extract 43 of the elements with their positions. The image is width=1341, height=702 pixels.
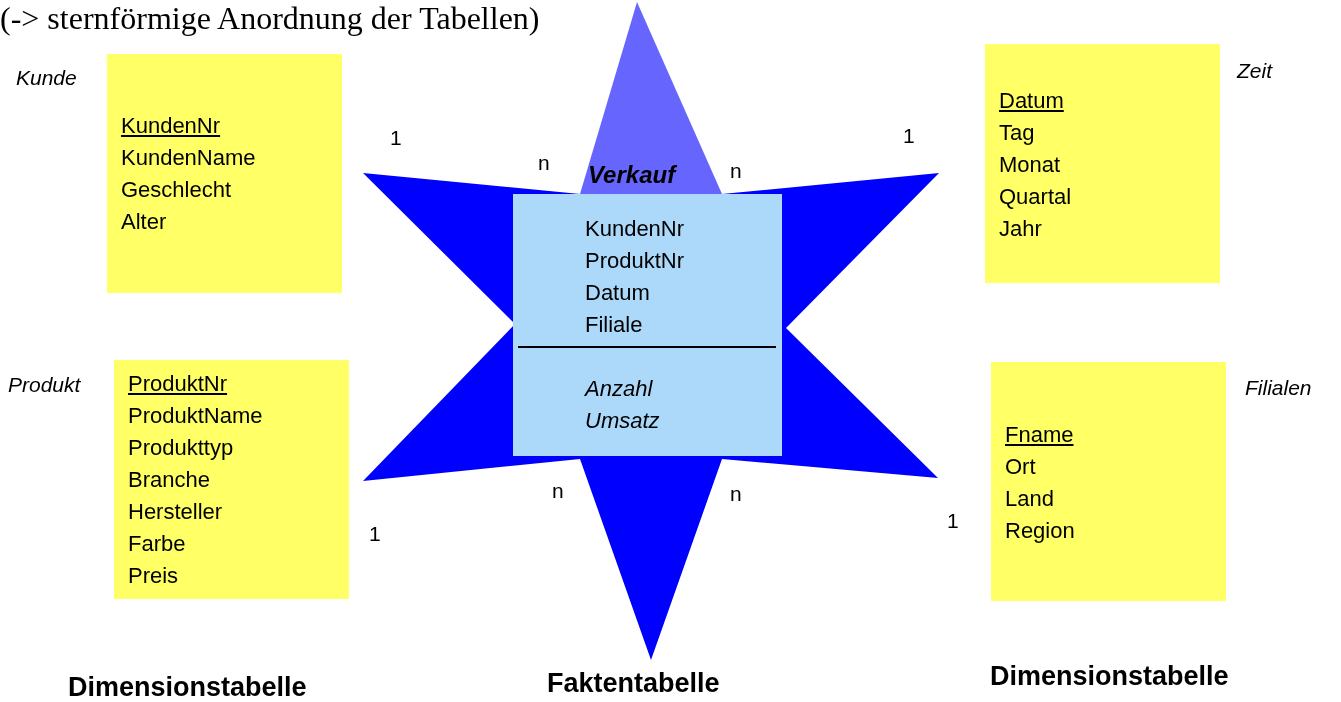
attribute-name: Region [1005,517,1075,545]
attribute-name: Branche [128,466,210,494]
attribute-name: ProduktNr [585,247,685,275]
table-name: Zeit [1237,58,1272,84]
table-type-caption: Dimensionstabelle [68,671,307,702]
attribute-name: Hersteller [128,498,223,526]
key-attribute: Datum [999,87,1064,115]
attribute-name: Filiale [585,311,643,339]
cardinality-label: 1 [903,123,915,149]
attribute-name: Preis [128,562,179,590]
cardinality-label: 1 [947,508,959,534]
key-attribute: Fname [1005,421,1074,449]
attribute-name: Produkttyp [128,434,234,462]
attribute-name: Monat [999,151,1061,179]
cardinality-label: n [730,158,742,184]
key-attribute: ProduktNr [128,370,228,398]
attribute-name: Alter [121,208,167,236]
table-type-caption: Faktentabelle [547,667,720,700]
attribute-name: Geschlecht [121,176,232,204]
attribute-name: Land [1005,485,1054,513]
attribute-name: Datum [585,279,650,307]
measure-attribute: Anzahl [585,375,653,403]
cardinality-label: 1 [390,125,402,151]
cardinality-label: n [552,478,564,504]
attribute-name: Jahr [999,215,1042,243]
measure-attribute: Umsatz [585,407,660,435]
table-type-caption: Dimensionstabelle [990,660,1229,693]
table-name: Produkt [8,372,81,398]
attribute-name: KundenNr [585,215,685,243]
cardinality-label: 1 [369,521,381,547]
key-attribute: KundenNr [121,112,221,140]
attribute-name: Quartal [999,183,1072,211]
cardinality-label: n [730,481,742,507]
table-name: Filialen [1245,375,1312,401]
cardinality-label: n [538,150,550,176]
table-name: Verkauf [588,162,676,188]
table-name: Kunde [16,65,77,91]
attribute-name: Farbe [128,530,186,558]
attribute-name: Tag [999,119,1035,147]
heading: (-> sternförmige Anordnung der Tabellen) [0,0,540,36]
attribute-name: ProduktName [128,402,263,430]
attribute-name: KundenName [121,144,256,172]
attribute-name: Ort [1005,453,1036,481]
